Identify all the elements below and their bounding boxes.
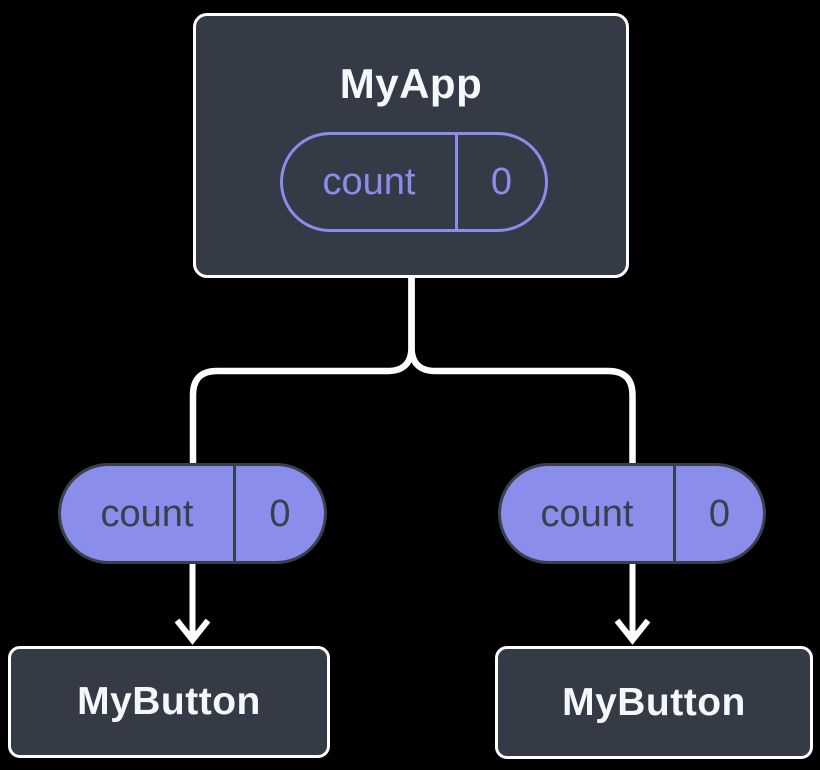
state-pill-label: count: [322, 161, 416, 203]
prop-pill-left: count 0: [58, 463, 327, 564]
arrow-right-head-icon: [614, 618, 651, 645]
root-node-title: MyApp: [339, 60, 483, 107]
right-child-node-title: MyButton: [562, 680, 746, 724]
component-node-right-child: MyButton: [495, 646, 813, 759]
component-node-left-child: MyButton: [8, 646, 330, 758]
prop-pill-left-value: 0: [233, 466, 324, 561]
prop-pill-right: count 0: [498, 463, 766, 564]
left-child-node-title: MyButton: [77, 680, 261, 723]
component-node-root: MyApp count 0: [193, 13, 629, 278]
connector-root-to-left-child: [189, 278, 415, 463]
arrow-left-head-icon: [174, 618, 211, 645]
connector-root-to-right-child: [408, 278, 636, 463]
prop-pill-right-value: 0: [673, 466, 763, 561]
prop-pill-right-label: count: [540, 492, 634, 535]
state-pill-value: 0: [455, 135, 545, 229]
state-pill: count 0: [280, 132, 548, 232]
prop-pill-left-label: count: [100, 492, 194, 535]
